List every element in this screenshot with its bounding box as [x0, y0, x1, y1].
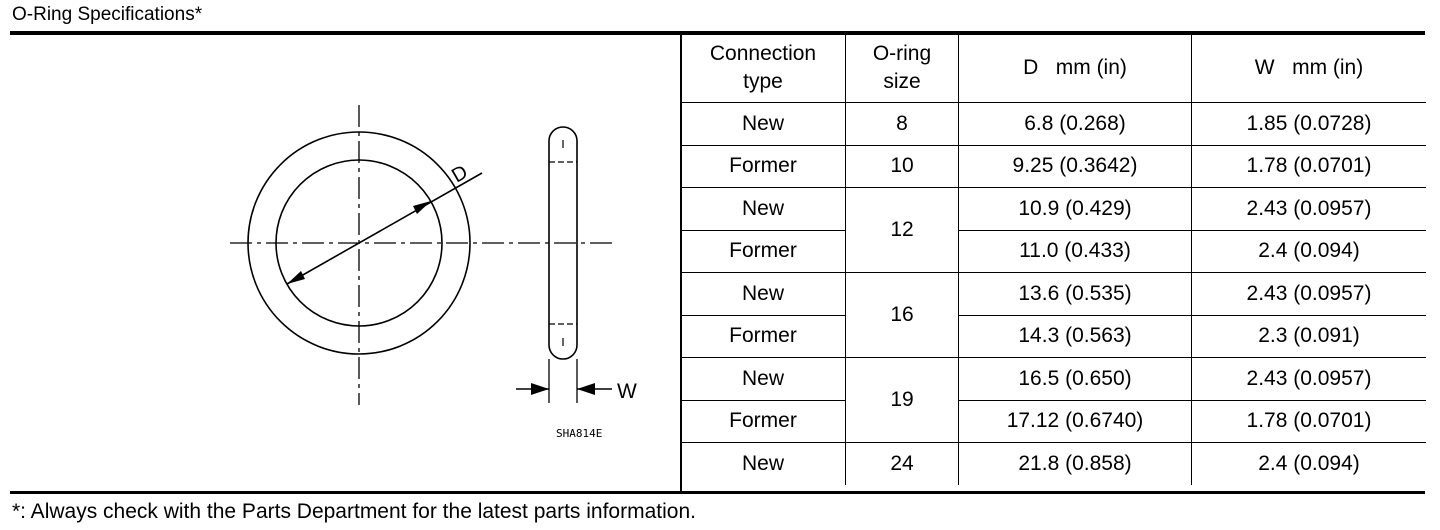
cell-type: New [681, 187, 846, 231]
cell-d: 11.0 (0.433) [958, 229, 1192, 273]
cell-w: 1.78 (0.0701) [1191, 399, 1426, 443]
table-row: New 12 10.9 (0.429) 2.43 (0.0957) [681, 187, 1426, 273]
table-row: Former 11.0 (0.433) 2.4 (0.094) [681, 229, 1426, 273]
d-label: D [448, 161, 472, 187]
d-arrow-start [287, 271, 305, 284]
table-row: Former 10 9.25 (0.3642) 1.78 (0.0701) [681, 144, 1426, 188]
table-row: Former 17.12 (0.6740) 1.78 (0.0701) [681, 399, 1426, 443]
page-title: O-Ring Specifications* [12, 4, 203, 25]
cell-d: 21.8 (0.858) [958, 442, 1192, 485]
d-arrow-end [413, 201, 431, 214]
cell-d: 13.6 (0.535) [958, 272, 1192, 316]
cell-type: Former [681, 314, 846, 358]
cell-d: 6.8 (0.268) [958, 102, 1192, 146]
cell-type: Former [681, 144, 846, 188]
cell-d: 9.25 (0.3642) [958, 144, 1192, 188]
w-label: W [617, 380, 637, 403]
cell-type: New [681, 357, 846, 401]
table-row: New 16 13.6 (0.535) 2.43 (0.0957) [681, 272, 1426, 358]
cell-size: 12 [845, 187, 959, 273]
cell-type: New [681, 102, 846, 146]
cell-w: 1.85 (0.0728) [1191, 102, 1426, 146]
cell-d: 14.3 (0.563) [958, 314, 1192, 358]
cell-w: 2.43 (0.0957) [1191, 272, 1426, 316]
cell-type: New [681, 442, 846, 485]
cell-size: 10 [845, 144, 959, 188]
cell-size: 16 [845, 272, 959, 358]
cell-w: 2.4 (0.094) [1191, 229, 1426, 273]
d-dimension-line [286, 172, 483, 285]
table-row: New 8 6.8 (0.268) 1.85 (0.0728) [681, 102, 1426, 146]
header-w: W mm (in) [1191, 33, 1426, 103]
cell-w: 2.43 (0.0957) [1191, 357, 1426, 401]
cell-w: 2.43 (0.0957) [1191, 187, 1426, 231]
footnote: *: Always check with the Parts Departmen… [12, 500, 696, 523]
cell-size: 19 [845, 357, 959, 443]
header-d: D mm (in) [958, 33, 1192, 103]
cell-w: 2.3 (0.091) [1191, 314, 1426, 358]
w-arrow-right [577, 383, 595, 395]
cell-d: 16.5 (0.650) [958, 357, 1192, 401]
cell-type: New [681, 272, 846, 316]
cell-type: Former [681, 229, 846, 273]
o-ring-side-profile [548, 126, 578, 360]
table-row: New 24 21.8 (0.858) 2.4 (0.094) [681, 442, 1426, 485]
cell-w: 2.4 (0.094) [1191, 442, 1426, 485]
o-ring-figure: D W SHA814E [200, 100, 660, 445]
table-row: New 19 16.5 (0.650) 2.43 (0.0957) [681, 357, 1426, 443]
cell-d: 10.9 (0.429) [958, 187, 1192, 231]
bottom-rule [10, 491, 1425, 494]
cell-size: 8 [845, 102, 959, 146]
cell-w: 1.78 (0.0701) [1191, 144, 1426, 188]
table-row: Former 14.3 (0.563) 2.3 (0.091) [681, 314, 1426, 358]
w-arrow-left [531, 383, 549, 395]
cell-size: 24 [845, 442, 959, 485]
figure-code: SHA814E [556, 427, 602, 440]
cell-type: Former [681, 399, 846, 443]
cell-d: 17.12 (0.6740) [958, 399, 1192, 443]
